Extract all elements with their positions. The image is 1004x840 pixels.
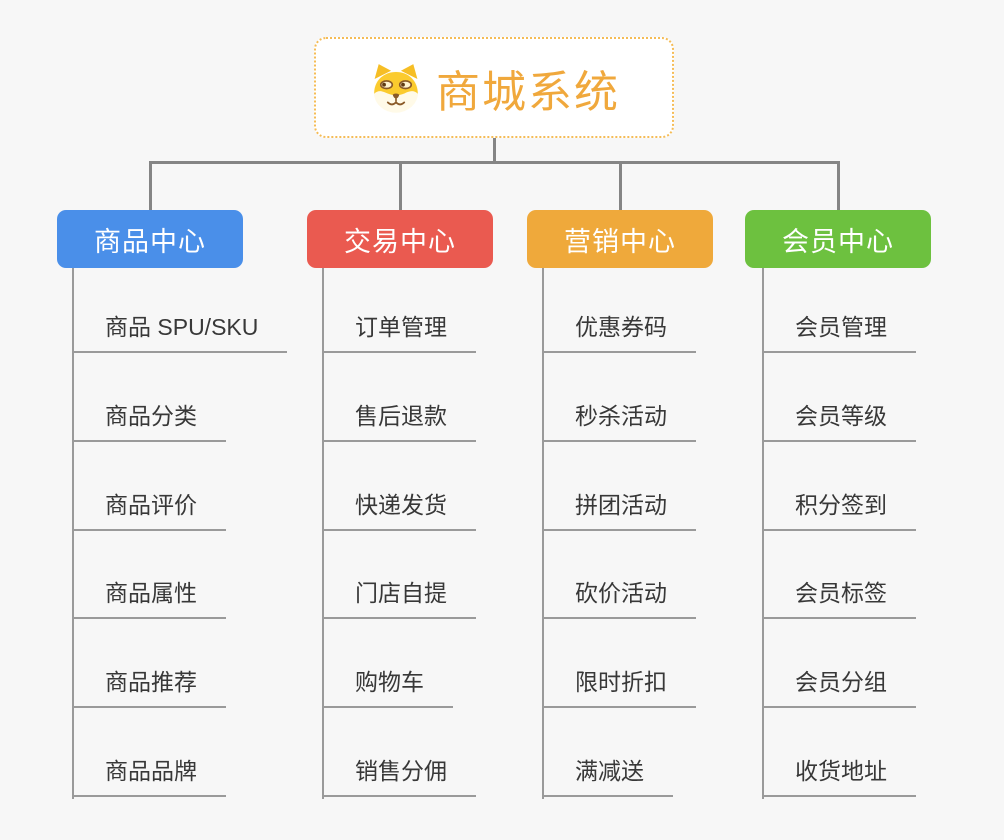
root-node[interactable]: 商城系统 — [314, 37, 674, 138]
connector-root-stem — [493, 138, 496, 164]
node-item[interactable]: 秒杀活动 — [543, 402, 696, 442]
shiba-dog-icon — [368, 62, 424, 114]
node-item[interactable]: 优惠券码 — [543, 313, 696, 353]
node-item[interactable]: 商品属性 — [73, 579, 226, 619]
node-item[interactable]: 商品评价 — [73, 491, 226, 531]
node-item[interactable]: 满减送 — [543, 757, 673, 797]
node-item[interactable]: 商品推荐 — [73, 668, 226, 708]
node-item[interactable]: 商品分类 — [73, 402, 226, 442]
node-item[interactable]: 会员等级 — [763, 402, 916, 442]
branch-label: 交易中心 — [344, 226, 456, 257]
branch-label: 营销中心 — [564, 226, 676, 257]
node-item[interactable]: 订单管理 — [323, 313, 476, 353]
node-item[interactable]: 积分签到 — [763, 491, 916, 531]
connector-drop — [399, 161, 402, 210]
node-item[interactable]: 会员分组 — [763, 668, 916, 708]
branch-box-trade-center[interactable]: 交易中心 — [307, 210, 493, 268]
root-title: 商城系统 — [436, 67, 620, 117]
node-item[interactable]: 购物车 — [323, 668, 453, 708]
branch-label: 会员中心 — [782, 226, 894, 257]
branch-spine — [322, 268, 324, 799]
branch-box-product-center[interactable]: 商品中心 — [57, 210, 243, 268]
node-item[interactable]: 会员标签 — [763, 579, 916, 619]
branch-box-member-center[interactable]: 会员中心 — [745, 210, 931, 268]
node-item[interactable]: 拼团活动 — [543, 491, 696, 531]
connector-drop — [149, 161, 152, 210]
node-item[interactable]: 快递发货 — [323, 491, 476, 531]
node-item[interactable]: 会员管理 — [763, 313, 916, 353]
node-item[interactable]: 限时折扣 — [543, 668, 696, 708]
connector-drop — [837, 161, 840, 210]
node-item[interactable]: 商品 SPU/SKU — [73, 313, 288, 353]
connector-drop — [619, 161, 622, 210]
node-item[interactable]: 砍价活动 — [543, 579, 696, 619]
branch-label: 商品中心 — [94, 226, 206, 257]
branch-box-marketing-center[interactable]: 营销中心 — [527, 210, 713, 268]
node-item[interactable]: 商品品牌 — [73, 757, 226, 797]
node-item[interactable]: 销售分佣 — [323, 757, 476, 797]
connector-bus — [149, 161, 840, 164]
branch-spine — [542, 268, 544, 799]
branch-spine — [72, 268, 74, 799]
branch-spine — [762, 268, 764, 799]
node-item[interactable]: 售后退款 — [323, 402, 476, 442]
node-item[interactable]: 门店自提 — [323, 579, 476, 619]
node-item[interactable]: 收货地址 — [763, 757, 916, 797]
